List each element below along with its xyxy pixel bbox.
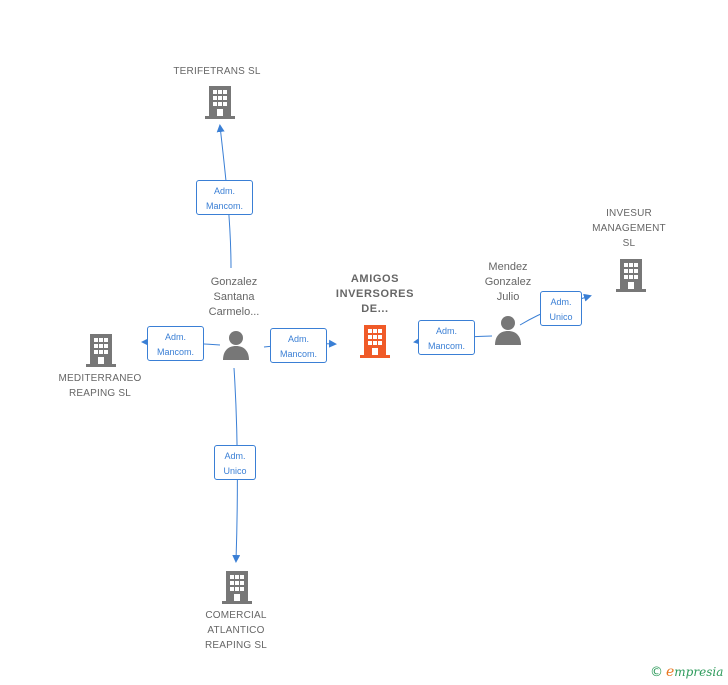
node-label-line: REAPING SL (68, 388, 132, 399)
node-label-terifetrans: TERIFETRANS SL (160, 64, 274, 79)
edge-label-line: Adm. (164, 332, 186, 342)
edge-label-line: Mancom. (427, 341, 465, 351)
edge-label-line: Adm. (224, 451, 246, 461)
edge-label-to-terifetrans[interactable]: Adm. Mancom. (196, 180, 253, 215)
person-icon[interactable] (493, 314, 523, 346)
edge-label-line: Mancom. (205, 201, 243, 211)
node-label-line: Gonzalez (484, 276, 532, 288)
node-label-line: AMIGOS (350, 273, 400, 285)
edge-label-line: Adm. (435, 326, 457, 336)
node-label-line: Mendez (488, 261, 528, 273)
node-label-line: TERIFETRANS SL (173, 66, 261, 77)
brand-name: mpresia (674, 665, 724, 679)
node-label-line: ATLANTICO (207, 625, 265, 636)
edge-label-gonzalez-to-amigos[interactable]: Adm. Mancom. (270, 328, 327, 363)
node-label-line: Julio (496, 291, 520, 303)
building-icon[interactable] (205, 84, 235, 120)
node-label-line: INVESUR (606, 208, 652, 219)
edge-label-to-mediterraneo[interactable]: Adm. Mancom. (147, 326, 204, 361)
building-icon[interactable] (222, 569, 252, 605)
node-label-mendez: Mendez Gonzalez Julio (458, 260, 558, 305)
building-icon[interactable] (360, 323, 390, 359)
edge-label-to-invesur[interactable]: Adm. Unico (540, 291, 582, 326)
node-label-line: SL (622, 238, 636, 249)
node-label-line: MEDITERRANEO (58, 373, 142, 384)
edge-label-mendez-to-amigos[interactable]: Adm. Mancom. (418, 320, 475, 355)
copyright-symbol: © (650, 665, 663, 680)
node-label-amigos: AMIGOS INVERSORES DE... (325, 272, 425, 317)
node-label-line: Santana (213, 291, 255, 303)
brand-initial: e (666, 664, 675, 680)
node-label-line: REAPING SL (204, 640, 268, 651)
edge-label-line: Adm. (213, 186, 235, 196)
empresia-watermark: ©empresia (650, 664, 723, 680)
node-label-line: MANAGEMENT (592, 223, 666, 234)
node-label-gonzalez: Gonzalez Santana Carmelo... (184, 275, 284, 320)
node-label-line: COMERCIAL (205, 610, 267, 621)
node-label-line: Gonzalez (210, 276, 258, 288)
node-label-comercial: COMERCIAL ATLANTICO REAPING SL (186, 608, 286, 653)
person-icon[interactable] (221, 329, 251, 361)
edge-label-line: Unico (549, 312, 573, 322)
edge-label-line: Unico (223, 466, 247, 476)
edge-label-line: Mancom. (156, 347, 194, 357)
edge-label-line: Adm. (550, 297, 572, 307)
edge-label-to-comercial[interactable]: Adm. Unico (214, 445, 256, 480)
building-icon[interactable] (86, 332, 116, 368)
node-label-line: INVERSORES (335, 288, 415, 300)
edge-label-line: Mancom. (279, 349, 317, 359)
edge-label-line: Adm. (287, 334, 309, 344)
node-label-line: Carmelo... (208, 306, 260, 318)
node-label-mediterraneo: MEDITERRANEO REAPING SL (45, 371, 155, 401)
building-icon[interactable] (616, 257, 646, 293)
node-label-invesur: INVESUR MANAGEMENT SL (578, 206, 680, 251)
node-label-line: DE... (361, 303, 389, 315)
